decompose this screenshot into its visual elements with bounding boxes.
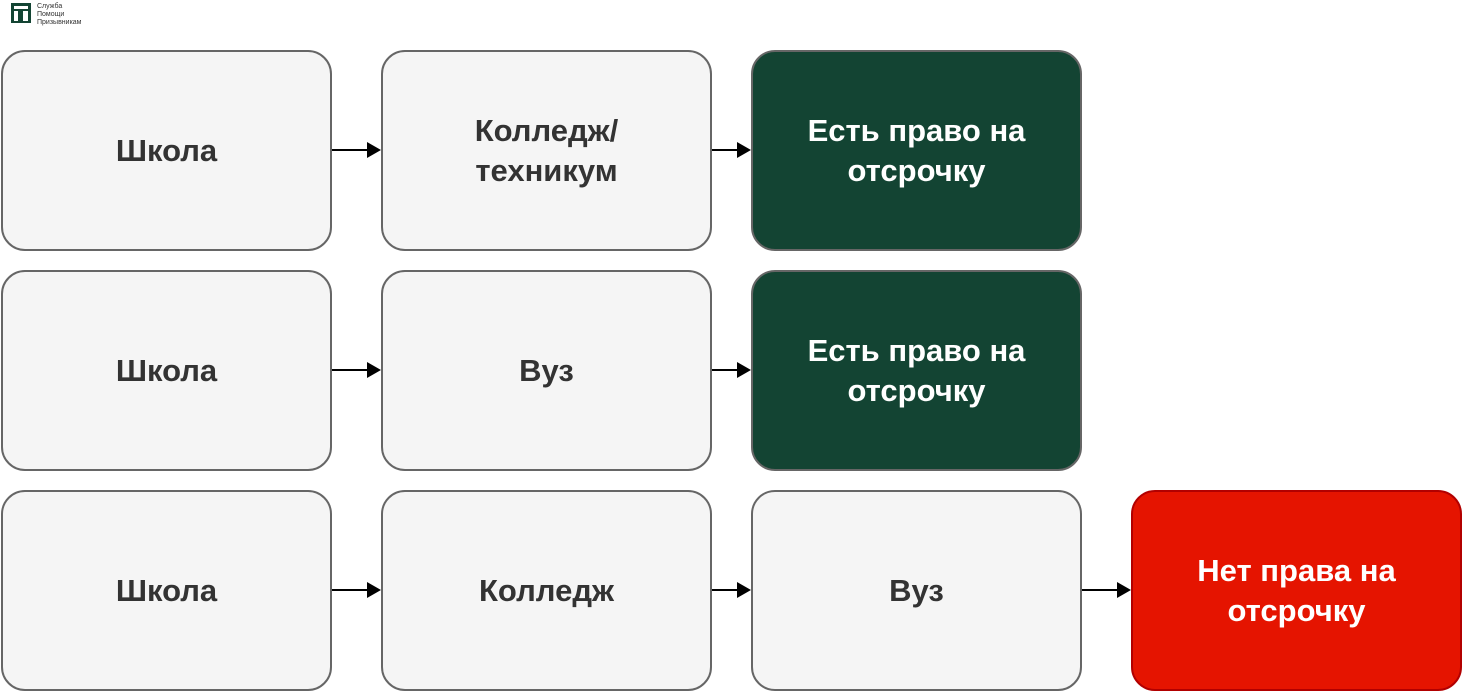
- logo-line: Служба: [37, 3, 63, 10]
- arrow-connector: [712, 582, 751, 598]
- node-college: Колледж: [381, 490, 712, 691]
- node-university: Вуз: [751, 490, 1082, 691]
- node-deferment-allowed: Есть право на отсрочку: [751, 50, 1082, 251]
- arrow-connector: [712, 362, 751, 378]
- logo-line: Призывникам: [37, 19, 82, 26]
- node-school: Школа: [1, 50, 332, 251]
- logo-line: Помощи: [37, 11, 65, 18]
- arrow-connector: [332, 582, 381, 598]
- node-college-technikum: Колледж/ техникум: [381, 50, 712, 251]
- logo: Служба Помощи Призывникам: [10, 2, 82, 27]
- arrow-connector: [332, 362, 381, 378]
- arrow-connector: [332, 142, 381, 158]
- node-deferment-allowed: Есть право на отсрочку: [751, 270, 1082, 471]
- node-school: Школа: [1, 490, 332, 691]
- sluzhba-logo-icon: [11, 3, 31, 23]
- logo-text: Служба Помощи Призывникам: [37, 2, 82, 27]
- node-university: Вуз: [381, 270, 712, 471]
- arrow-connector: [712, 142, 751, 158]
- node-school: Школа: [1, 270, 332, 471]
- node-deferment-denied: Нет права на отсрочку: [1131, 490, 1462, 691]
- arrow-connector: [1082, 582, 1131, 598]
